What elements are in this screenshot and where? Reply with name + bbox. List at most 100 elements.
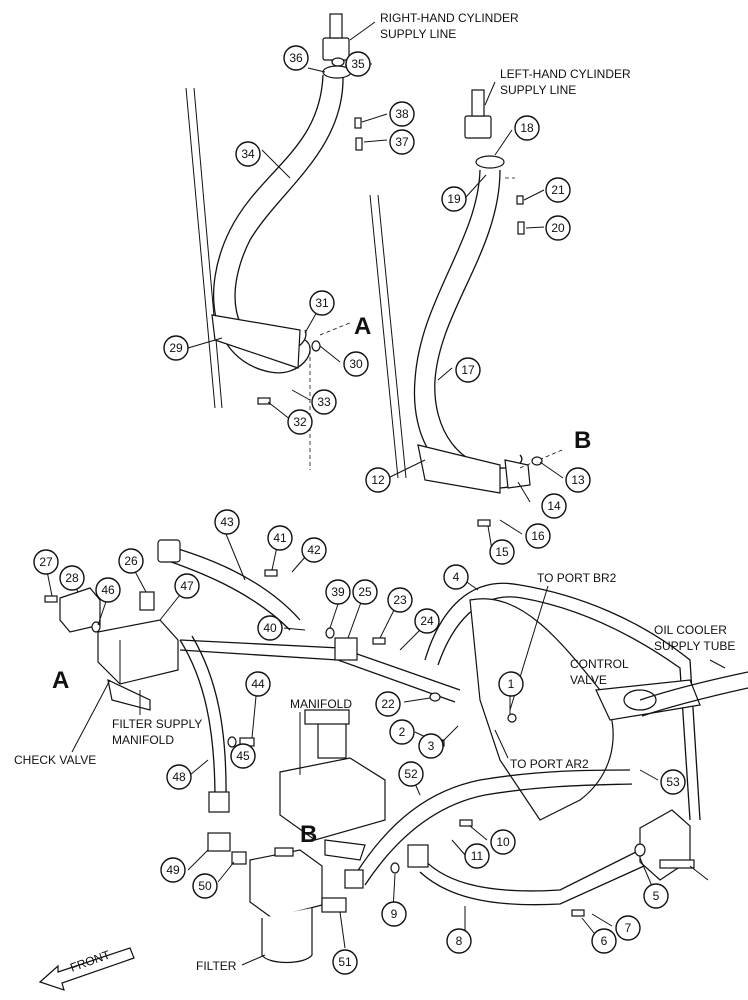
callout-circle <box>192 873 218 899</box>
right-cylinder-label-2: SUPPLY LINE <box>380 27 456 41</box>
callout-25: 25 <box>352 579 378 605</box>
callout-number: 7 <box>625 921 632 935</box>
callout-number: 42 <box>307 543 321 557</box>
callout-48: 48 <box>166 764 192 790</box>
callout-number: 45 <box>236 749 250 763</box>
callout-number: 27 <box>39 555 53 569</box>
callout-52: 52 <box>398 761 424 787</box>
tube-bracket <box>639 809 695 881</box>
callout-number: 52 <box>404 767 418 781</box>
callout-24: 24 <box>414 608 440 634</box>
callout-circle <box>166 764 192 790</box>
callout-number: 33 <box>317 395 331 409</box>
oil-cooler-tube <box>639 671 748 717</box>
callout-number: 21 <box>551 183 565 197</box>
callout-45: 45 <box>230 743 256 769</box>
callout-number: 29 <box>169 341 183 355</box>
callout-leaders <box>45 63 709 949</box>
callout-number: 16 <box>531 529 545 543</box>
callout-circle <box>163 335 189 361</box>
tube-4 <box>424 582 701 821</box>
callout-circle <box>33 549 59 575</box>
callout-circle <box>514 115 540 141</box>
callout-27: 27 <box>33 549 59 575</box>
callout-circle <box>455 357 481 383</box>
callout-11: 11 <box>464 843 490 869</box>
callout-circle <box>235 141 261 167</box>
filter-unit <box>207 832 347 964</box>
callout-16: 16 <box>525 523 551 549</box>
callout-circle <box>387 587 413 613</box>
check-valve-label: CHECK VALVE <box>14 753 96 767</box>
callout-43: 43 <box>214 509 240 535</box>
callout-number: 10 <box>496 835 510 849</box>
callout-number: 15 <box>495 545 509 559</box>
callout-number: 53 <box>666 775 680 789</box>
callout-number: 24 <box>420 614 434 628</box>
callout-38: 38 <box>389 101 415 127</box>
callout-number: 8 <box>456 934 463 948</box>
callout-number: 32 <box>293 415 307 429</box>
callout-circle <box>643 883 669 909</box>
callout-35: 35 <box>345 51 371 77</box>
callout-number: 43 <box>220 515 234 529</box>
callout-36: 36 <box>283 45 309 71</box>
callout-number: 44 <box>251 677 265 691</box>
callout-number: 39 <box>331 585 345 599</box>
callout-number: 38 <box>395 107 409 121</box>
callout-9: 9 <box>381 901 407 927</box>
callout-number: 49 <box>166 863 180 877</box>
callout-number: 23 <box>393 593 407 607</box>
callout-circle <box>245 671 271 697</box>
ref-a-lower: A <box>52 667 69 694</box>
callout-number: 25 <box>358 585 372 599</box>
callout-number: 19 <box>447 192 461 206</box>
callout-circle <box>257 615 283 641</box>
callout-circle <box>660 769 686 795</box>
manifold-label: MANIFOLD <box>290 697 352 711</box>
callout-number: 13 <box>571 473 585 487</box>
callout-40: 40 <box>257 615 283 641</box>
callout-circle <box>375 691 401 717</box>
callout-number: 18 <box>520 121 534 135</box>
ref-b-upper: B <box>574 427 591 454</box>
callout-circle <box>325 579 351 605</box>
callout-18: 18 <box>514 115 540 141</box>
port-ar-label: TO PORT AR2 <box>510 757 589 771</box>
callout-8: 8 <box>446 928 472 954</box>
callout-circle <box>464 843 490 869</box>
callout-circle <box>352 579 378 605</box>
callout-34: 34 <box>235 141 261 167</box>
filter-supply-manifold <box>59 587 179 711</box>
callout-10: 10 <box>490 829 516 855</box>
callout-circle <box>498 671 524 697</box>
ref-b-lower: B <box>300 821 317 848</box>
callout-circle <box>489 539 515 565</box>
callout-50: 50 <box>192 873 218 899</box>
callout-circle <box>441 186 467 212</box>
callout-circle <box>345 51 371 77</box>
callout-circle <box>311 389 337 415</box>
callout-33: 33 <box>311 389 337 415</box>
callout-17: 17 <box>455 357 481 383</box>
callout-number: 9 <box>391 907 398 921</box>
control-valve <box>469 598 701 821</box>
tube-25 <box>179 637 461 703</box>
callout-5: 5 <box>643 883 669 909</box>
callout-22: 22 <box>375 691 401 717</box>
left-cylinder-label-2: SUPPLY LINE <box>500 83 576 97</box>
manifold-block <box>279 709 386 861</box>
callout-number: 37 <box>395 135 409 149</box>
callout-number: 12 <box>371 473 385 487</box>
callout-53: 53 <box>660 769 686 795</box>
callout-number: 14 <box>547 499 561 513</box>
callout-circle <box>446 928 472 954</box>
callout-3: 3 <box>418 733 444 759</box>
oil-cooler-label-1: OIL COOLER <box>654 623 727 637</box>
callout-circle <box>398 761 424 787</box>
front-arrow: FRONT <box>38 947 135 991</box>
callout-circle <box>283 45 309 71</box>
callout-circle <box>301 537 327 563</box>
callout-7: 7 <box>615 915 641 941</box>
callout-number: 11 <box>471 849 484 863</box>
